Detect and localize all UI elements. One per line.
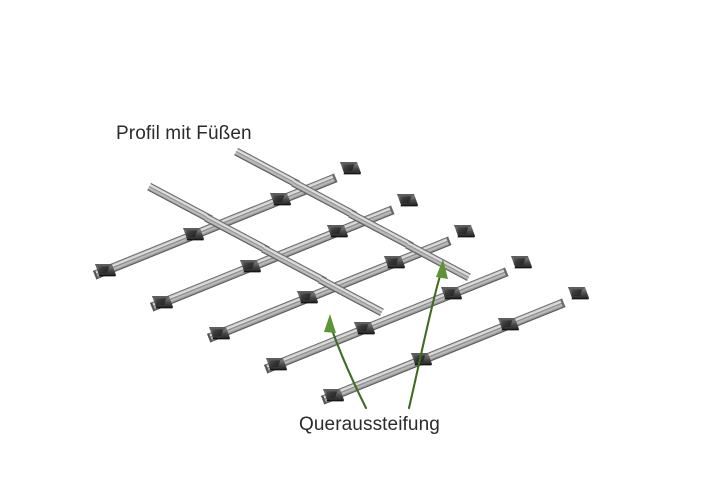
support-foot <box>340 162 361 175</box>
callout-arrow-right <box>407 259 448 410</box>
callout-arrow-left <box>324 314 368 410</box>
bracing-label: Queraussteifung <box>299 414 440 435</box>
support-foot <box>568 287 589 300</box>
support-foot <box>454 225 475 238</box>
support-foot <box>511 256 532 269</box>
profile-label: Profil mit Füßen <box>116 123 252 144</box>
cross-brace <box>147 183 213 223</box>
main-rail <box>264 267 509 374</box>
cross-brace <box>234 148 300 188</box>
rail-row-1 <box>93 148 361 280</box>
support-foot <box>397 194 418 207</box>
